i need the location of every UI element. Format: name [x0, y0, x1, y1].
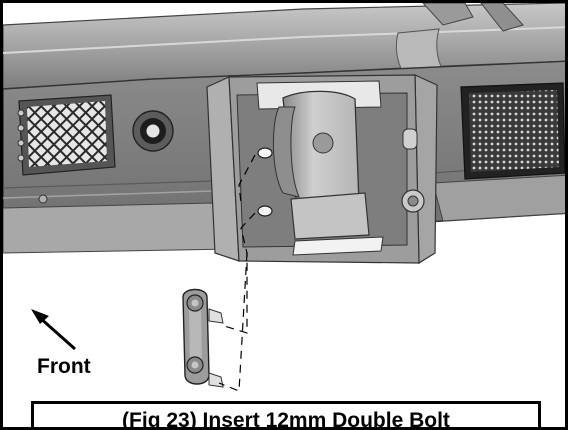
bumper-assembly-illustration	[3, 3, 565, 392]
front-direction-label: Front	[37, 355, 91, 378]
round-socket	[38, 110, 174, 204]
double-bolt-plate	[182, 288, 224, 388]
left-mesh-grille	[17, 94, 116, 176]
right-perforated-grille	[460, 82, 565, 180]
figure-caption: (Fig 23) Insert 12mm Double Bolt	[31, 401, 541, 427]
dashed-guide-lines	[218, 154, 256, 392]
hitch-receiver-housing	[206, 74, 438, 265]
front-arrow-icon	[31, 309, 76, 351]
